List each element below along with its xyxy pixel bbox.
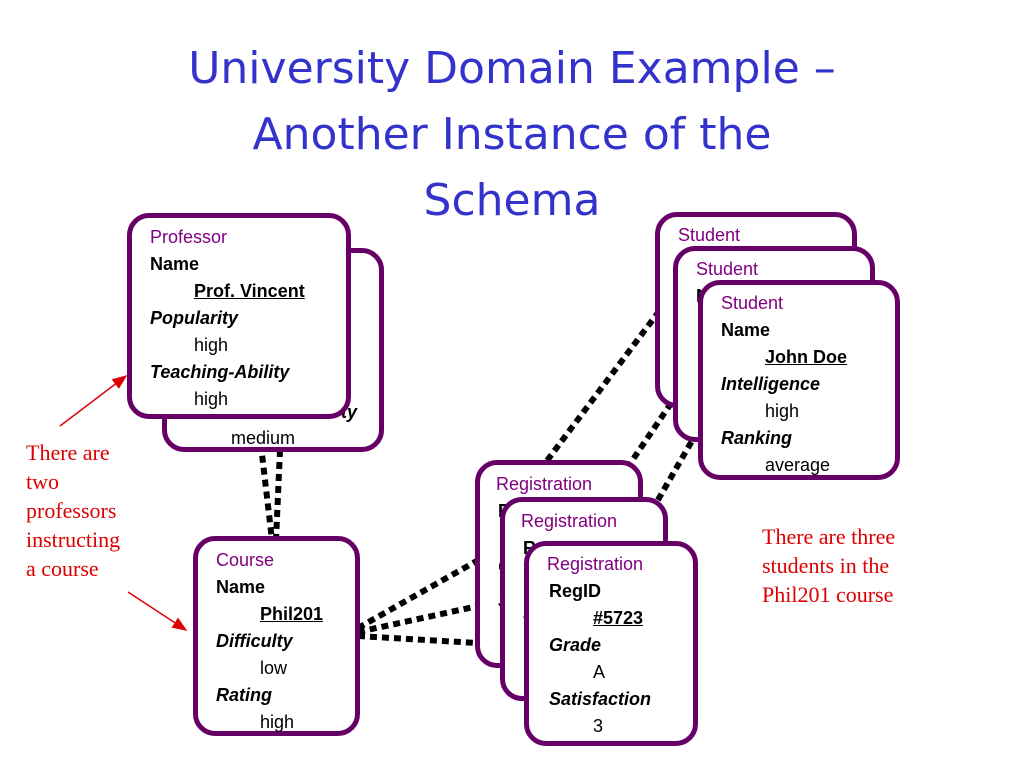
- professors-note-line: two: [26, 469, 59, 494]
- registration-back-1-header: Registration: [496, 474, 593, 494]
- professor-popularity-value: high: [194, 335, 229, 355]
- course-name-label: Name: [216, 577, 266, 597]
- registration-regid-value: #5723: [593, 608, 644, 628]
- professor-card: Professor Name Prof. Vincent Popularity …: [127, 213, 351, 419]
- students-note-line: Phil201 course: [762, 582, 894, 607]
- professors-note-line: professors: [26, 498, 117, 523]
- course-card: Course Name Phil201 Difficulty low Ratin…: [193, 536, 360, 736]
- professor-header: Professor: [150, 227, 228, 247]
- students-note-line: There are three: [762, 524, 896, 549]
- course-rating-label: Rating: [216, 685, 272, 705]
- registration-student-link-1: [537, 308, 663, 472]
- course-registration-link-3: [357, 633, 529, 649]
- student-name-value: John Doe: [765, 347, 848, 367]
- course-difficulty-value: low: [260, 658, 288, 678]
- student-ranking-label: Ranking: [721, 428, 793, 448]
- course-difficulty-label: Difficulty: [216, 631, 293, 651]
- student-ranking-value: average: [765, 455, 831, 475]
- note-arrow-professors: [59, 375, 128, 427]
- professors-note-line: instructing: [26, 527, 121, 552]
- student-back-1-header: Student: [678, 225, 741, 245]
- professor-name-value: Prof. Vincent: [194, 281, 305, 301]
- professor-teaching-value: high: [194, 389, 229, 409]
- student-intelligence-label: Intelligence: [721, 374, 821, 394]
- course-rating-value: high: [260, 712, 295, 732]
- title-line-2: Another Instance of the: [252, 109, 772, 160]
- registration-back-2-header: Registration: [521, 511, 618, 531]
- professors-note-line: There are: [26, 440, 110, 465]
- registration-satisfaction-label: Satisfaction: [549, 689, 652, 709]
- professor-back-value: medium: [231, 428, 296, 448]
- registration-header: Registration: [547, 554, 644, 574]
- professor-teaching-label: Teaching-Ability: [150, 362, 290, 382]
- professor-course-link-1: [255, 419, 275, 541]
- registration-satisfaction-value: 3: [593, 716, 604, 736]
- student-card: Student Name John Doe Intelligence high …: [698, 280, 900, 480]
- registration-card: Registration RegID #5723 Grade A Satisfa…: [524, 541, 698, 746]
- professor-course-link-2: [273, 449, 283, 541]
- course-name-value: Phil201: [260, 604, 324, 624]
- registration-regid-label: RegID: [549, 581, 602, 601]
- student-name-label: Name: [721, 320, 771, 340]
- registration-grade-label: Grade: [549, 635, 602, 655]
- note-arrow-course: [127, 591, 188, 631]
- professors-note-line: a course: [26, 556, 99, 581]
- student-intelligence-value: high: [765, 401, 800, 421]
- student-back-2-header: Student: [696, 259, 759, 279]
- professors-note: There are two professors instructing a c…: [26, 438, 120, 583]
- professor-popularity-label: Popularity: [150, 308, 239, 328]
- students-note-line: students in the: [762, 553, 890, 578]
- title-line-3: Schema: [423, 175, 601, 226]
- student-header: Student: [721, 293, 784, 313]
- course-header: Course: [216, 550, 275, 570]
- slide-title: University Domain Example – Another Inst…: [0, 36, 1024, 234]
- title-line-1: University Domain Example –: [188, 43, 836, 94]
- professor-name-label: Name: [150, 254, 200, 274]
- registration-grade-value: A: [593, 662, 606, 682]
- students-note: There are three students in the Phil201 …: [762, 522, 895, 609]
